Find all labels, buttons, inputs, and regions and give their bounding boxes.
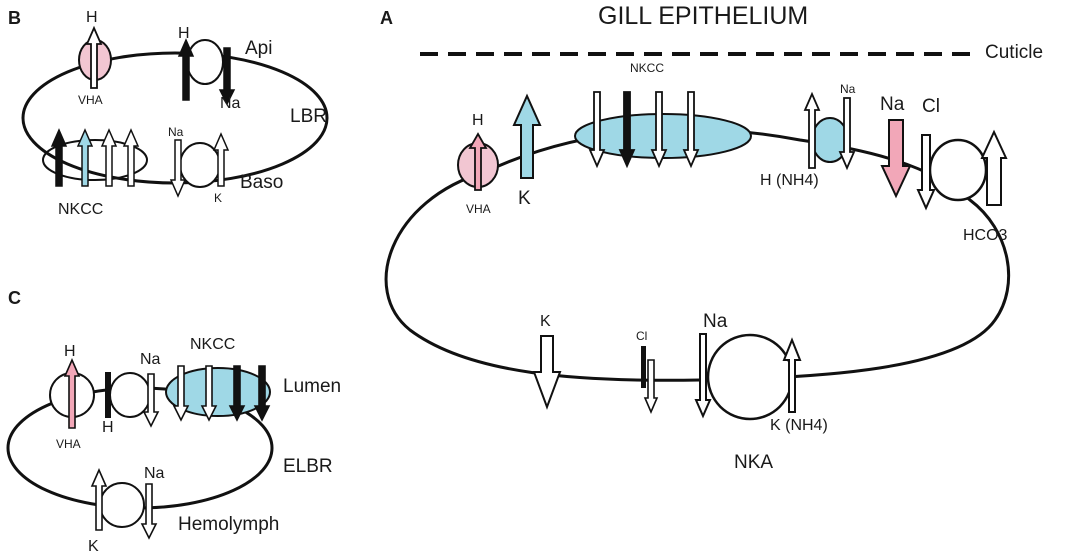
nkcc-label-a: NKCC: [630, 61, 664, 75]
na-hemo-label-c: Na: [144, 465, 165, 482]
na-arrow-b: [169, 139, 187, 198]
h-left-label-b: H: [86, 9, 98, 26]
h-bottom-label-c: H: [102, 419, 114, 436]
k-label-b: K: [214, 191, 222, 205]
k-channel-arrow-a: [512, 93, 542, 179]
h-top-label-c: H: [64, 343, 76, 360]
nhe-na-arrow-a: [838, 97, 856, 171]
panel-c: C H VHA Na H NKCC Lumen ELBR Na Hemolymp…: [6, 288, 341, 554]
h-right-label-b: H: [178, 25, 190, 42]
vha-h-label-a: H: [472, 112, 484, 129]
nka-na-label-a: Na: [703, 311, 728, 332]
nhe-na-arrow-b: [218, 47, 236, 106]
nka-label-a: NKA: [734, 452, 773, 473]
nhe-h-arrow-b: [177, 38, 195, 101]
panel-a: A GILL EPITHELIUM Cuticle NKCC H VHA K N…: [380, 2, 1043, 473]
k-arrow-c: [90, 468, 108, 531]
nkcc-arrows-b: [50, 128, 140, 187]
cl-arrow-a: [916, 134, 936, 211]
vha-label-a: VHA: [466, 202, 491, 216]
panel-a-title: GILL EPITHELIUM: [598, 2, 808, 30]
panel-b: B H VHA H Api Na LBR NKCC Na Baso K: [8, 8, 329, 218]
na-small-label-b: Na: [168, 125, 184, 139]
hco3-label-a: HCO3: [963, 227, 1008, 244]
cl-hco3-exchanger-a: [928, 138, 988, 202]
cl-label-bottom-a: Cl: [636, 329, 647, 343]
cl-channel-bottom-a: [641, 346, 659, 415]
nhe-exchanger-c: [109, 372, 151, 418]
na-pink-label-a: Na: [880, 94, 905, 115]
nkcc-label-c: NKCC: [190, 336, 235, 353]
k-label-c: K: [88, 538, 99, 554]
api-label-b: Api: [245, 38, 272, 59]
panel-c-letter: C: [8, 288, 21, 308]
vha-label-b: VHA: [78, 93, 103, 107]
na-apical-label-b: Na: [220, 95, 241, 112]
cuticle-label: Cuticle: [985, 42, 1043, 63]
vha-h-arrow-c: [63, 358, 81, 429]
nhe-h-nh4-label-a: H (NH4): [760, 172, 819, 189]
baso-label-b: Baso: [240, 172, 283, 193]
nhe-h-bar-c: [105, 372, 111, 418]
na-channel-arrow-a: [880, 119, 912, 199]
na-arrow-c: [140, 483, 158, 540]
nkcc-transporter-c: [165, 367, 271, 417]
na-top-label-c: Na: [140, 351, 161, 368]
lumen-label-c: Lumen: [283, 376, 341, 397]
vha-h-arrow-a: [468, 132, 488, 191]
nka-pump-a: [706, 333, 794, 421]
cl-label-top-a: Cl: [922, 96, 940, 117]
nkcc-transporter-b: [42, 139, 148, 181]
nkcc-arrows-c: [172, 365, 271, 422]
nkcc-label-b: NKCC: [58, 201, 103, 218]
k-arrow-b: [212, 132, 230, 187]
nhe-h-arrow-a: [803, 91, 821, 169]
nhe-exchanger-b: [186, 39, 224, 85]
k-label-bottom-a: K: [540, 313, 551, 330]
nka-k-nh4-label-a: K (NH4): [770, 417, 828, 434]
panel-b-letter: B: [8, 8, 21, 28]
na-k-exchanger-c: [99, 482, 145, 528]
lbr-label-b: LBR: [290, 106, 327, 127]
vha-h-arrow-b: [85, 25, 103, 89]
gill-cell-outline: [384, 127, 1011, 382]
hemolymph-label-c: Hemolymph: [178, 514, 279, 535]
k-channel-bottom-arrow-a: [532, 335, 562, 410]
vha-label-c: VHA: [56, 437, 81, 451]
k-label-top-a: K: [518, 188, 531, 209]
elbr-label-c: ELBR: [283, 456, 333, 477]
nka-na-arrow-a: [694, 333, 712, 419]
hco3-arrow-a: [980, 129, 1008, 206]
nhe-na-arrow-c: [142, 373, 160, 428]
panel-a-letter: A: [380, 8, 393, 28]
nhe-na-label-a: Na: [840, 82, 856, 96]
nkcc-arrows-a: [588, 91, 700, 169]
nka-k-arrow-a: [782, 337, 802, 413]
